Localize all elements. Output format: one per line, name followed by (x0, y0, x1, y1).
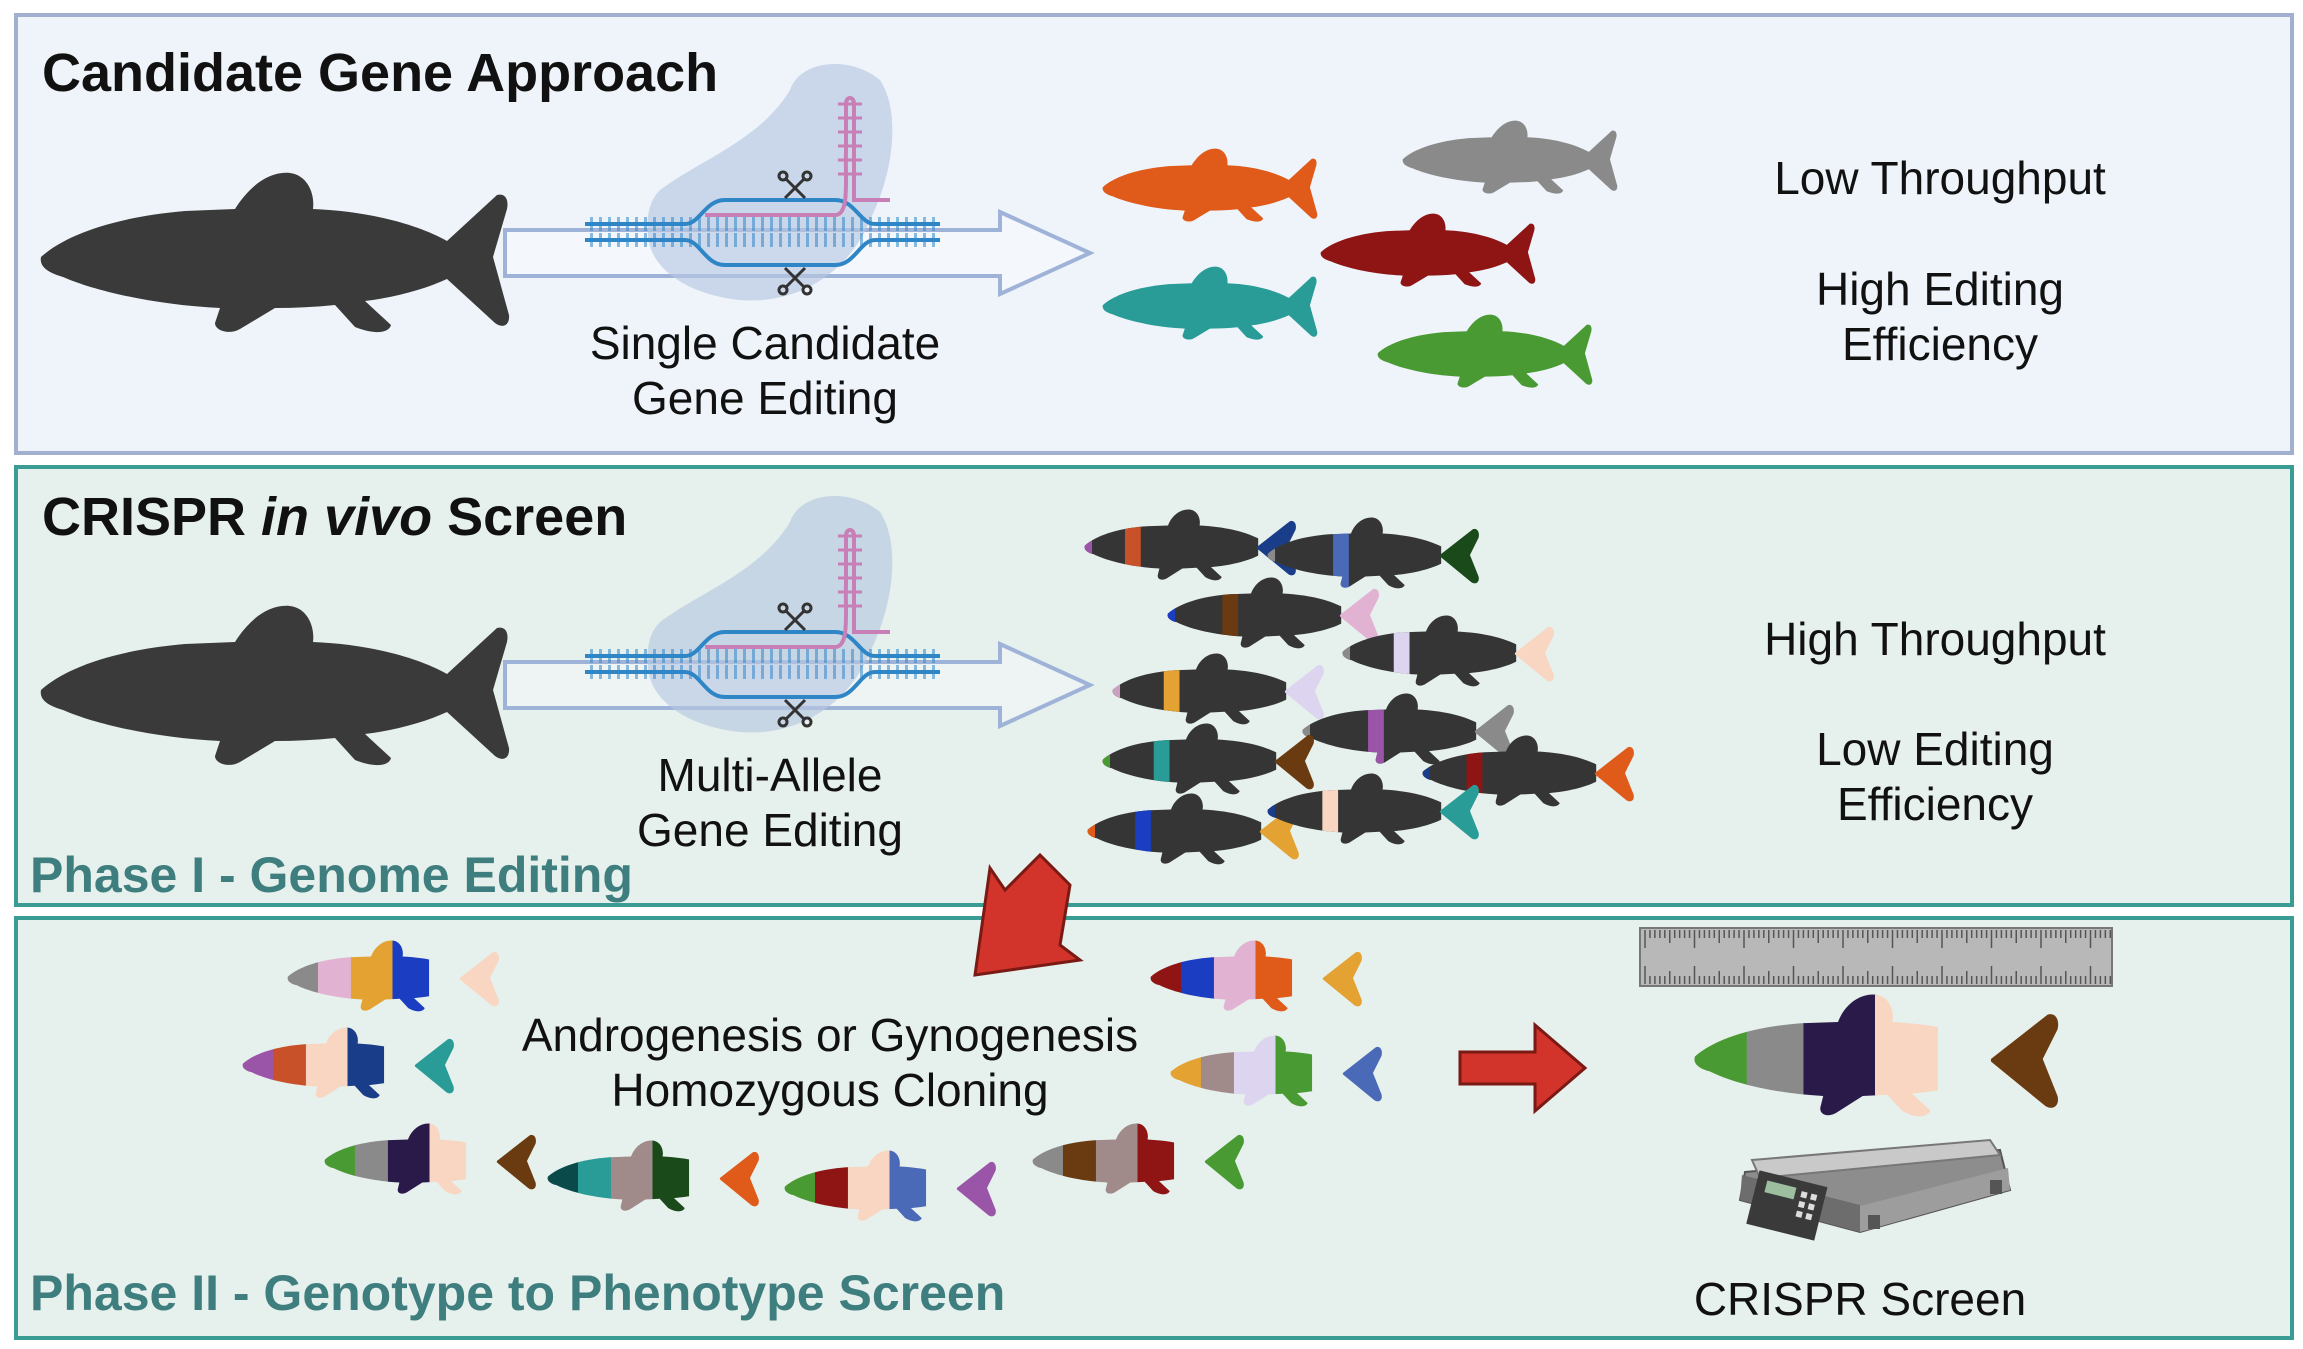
title-part-1: CRISPR (42, 487, 262, 547)
cloned-fish-1 (287, 940, 499, 1012)
mosaic-fish-2 (1267, 517, 1479, 589)
edited-fish-orange (1102, 148, 1318, 222)
candidate-gene-title: Candidate Gene Approach (42, 43, 719, 103)
crispr-efficiency-label: Low Editing Efficiency (1695, 722, 2175, 832)
candidate-efficiency-label: High Editing Efficiency (1700, 262, 2180, 372)
source-fish-1 (40, 172, 510, 333)
right-red-arrow (1458, 1021, 1588, 1115)
edited-fish-group-1 (1102, 120, 1618, 388)
single-candidate-label: Single Candidate Gene Editing (560, 316, 970, 426)
cloning-label: Androgenesis or Gynogenesis Homozygous C… (500, 1008, 1160, 1118)
cas9-complex-1 (585, 63, 940, 301)
scissors-icon (777, 602, 813, 728)
efficiency-line-1: High Editing (1815, 263, 2065, 315)
screen-fish-body (1694, 994, 2059, 1117)
edited-fish-grey (1402, 120, 1618, 194)
crispr-throughput-label: High Throughput (1764, 613, 2106, 665)
mosaic-fish-5 (1112, 653, 1324, 725)
edited-fish-red (1320, 213, 1536, 287)
cloned-fish-8 (1170, 1035, 1382, 1107)
diagonal-red-arrow (973, 852, 1084, 977)
cloned-fish-2 (242, 1027, 454, 1099)
mosaic-fish-9 (1087, 793, 1299, 865)
ruler-icon (1639, 927, 2113, 987)
method-line-2: Gene Editing (632, 372, 898, 425)
method-line-2: Gene Editing (637, 804, 903, 857)
efficiency-line-2: Efficiency (1836, 778, 2034, 831)
source-fish-2 (40, 605, 510, 766)
method-line-1: Single Candidate (589, 317, 941, 369)
cloned-fish-6 (1032, 1123, 1244, 1195)
multi-allele-label: Multi-Allele Gene Editing (570, 748, 970, 858)
cas9-complex-2 (585, 495, 940, 733)
title-part-2: Screen (432, 487, 628, 547)
cloned-fish-3 (324, 1123, 536, 1195)
candidate-throughput-label: Low Throughput (1774, 152, 2106, 204)
mosaic-fish-7 (1102, 723, 1314, 795)
scale-icon (1738, 1138, 2012, 1241)
method-line-2: Homozygous Cloning (611, 1064, 1049, 1117)
method-line-1: Androgenesis or Gynogenesis (521, 1009, 1139, 1061)
phase-one-label: Phase I - Genome Editing (30, 847, 633, 903)
crispr-screen-result-label: CRISPR Screen (1693, 1273, 2027, 1325)
method-line-1: Multi-Allele (657, 749, 883, 801)
title-italic: in vivo (261, 487, 433, 547)
efficiency-line-1: Low Editing (1816, 723, 2054, 775)
screen-fish (1694, 994, 2059, 1117)
scissors-icon (777, 170, 813, 296)
cloned-fish-4 (547, 1140, 759, 1212)
edited-fish-teal (1102, 266, 1318, 340)
mosaic-fish-1 (1084, 509, 1296, 581)
mosaic-fish-school (1084, 509, 1634, 865)
phase-two-label: Phase II - Genotype to Phenotype Screen (30, 1265, 1006, 1321)
cloned-fish-7 (1150, 940, 1362, 1012)
edited-fish-green (1377, 314, 1593, 388)
cloned-fish-5 (784, 1150, 996, 1222)
efficiency-line-2: Efficiency (1841, 318, 2039, 371)
crispr-screen-title: CRISPR in vivo Screen (42, 490, 627, 544)
